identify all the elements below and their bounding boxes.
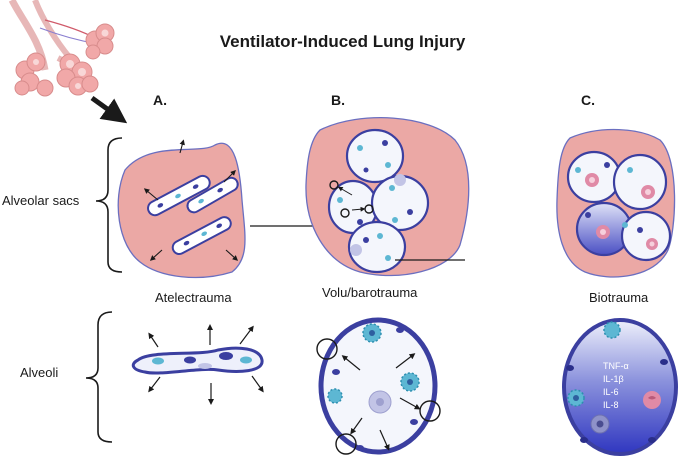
cytokine-il-8: IL-8 bbox=[603, 400, 619, 410]
alveolar-cells-b bbox=[337, 140, 413, 261]
arrow-lung-to-sacs bbox=[90, 95, 128, 124]
alveolus-cells-c bbox=[566, 321, 668, 443]
rupture-markers-b bbox=[329, 180, 374, 218]
immune-cells-c bbox=[575, 162, 658, 250]
overdistended-alveolus-b bbox=[318, 317, 438, 455]
alveolus-cells-a bbox=[152, 352, 252, 369]
brace-alveoli bbox=[85, 311, 113, 443]
figure-title: Ventilator-Induced Lung Injury bbox=[219, 32, 466, 51]
stretch-arrows-alveolus-b bbox=[341, 353, 421, 451]
caption-volu-barotrauma: Volu/barotrauma bbox=[322, 285, 418, 300]
cytokine-il-1-beta: IL-1β bbox=[603, 374, 624, 384]
caption-biotrauma: Biotrauma bbox=[589, 290, 649, 305]
collapsed-alveoli-group bbox=[147, 174, 239, 256]
row-label-alveolar-sacs: Alveolar sacs bbox=[2, 193, 80, 208]
alveolus-cells-b bbox=[327, 323, 420, 451]
cytokine-il-6: IL-6 bbox=[603, 387, 619, 397]
expansion-arrows-alveolus-a bbox=[148, 324, 264, 405]
lung-icon bbox=[8, 0, 115, 97]
rupture-markers-alveolus-b bbox=[316, 338, 441, 455]
cytokine-list: TNF-α IL-1β IL-6 IL-8 bbox=[603, 360, 629, 412]
panel-letter-a: A. bbox=[153, 92, 167, 108]
expansion-arrows-a bbox=[143, 139, 239, 261]
row-label-alveoli: Alveoli bbox=[20, 365, 59, 380]
panel-letter-b: B. bbox=[331, 92, 345, 108]
panel-letter-c: C. bbox=[581, 92, 595, 108]
brace-alveolar-sacs bbox=[95, 137, 123, 273]
alveolar-sac-atelectrauma bbox=[117, 142, 246, 279]
caption-atelectrauma: Atelectrauma bbox=[155, 290, 232, 305]
cytokine-tnf-alpha: TNF-α bbox=[603, 361, 629, 371]
